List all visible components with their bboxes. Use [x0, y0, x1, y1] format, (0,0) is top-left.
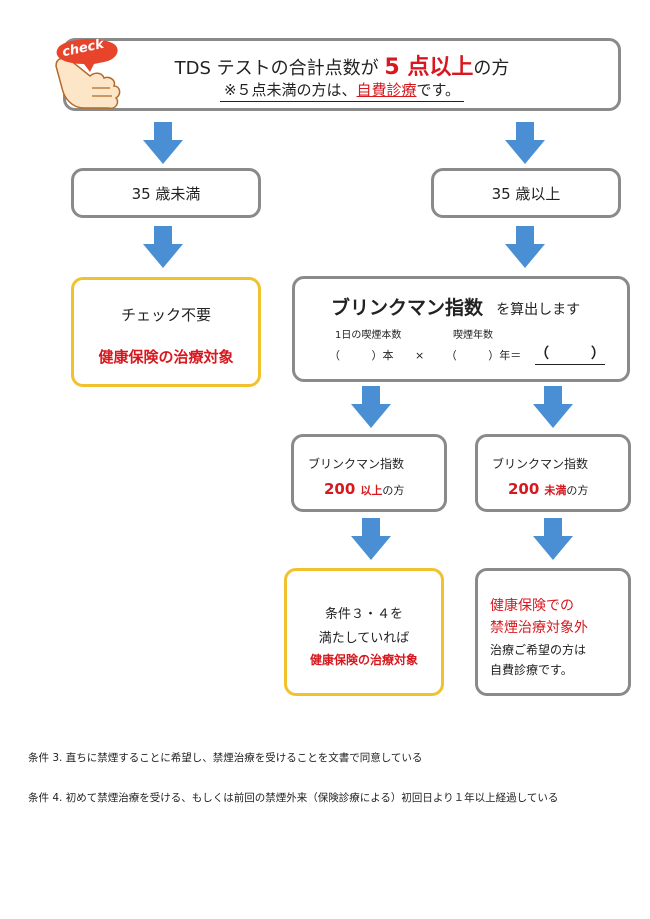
condition-3-note: 条件 3. 直ちに禁煙することに希望し、禁煙治療を受けることを文書で同意している	[28, 752, 423, 764]
no-check-label: チェック不要	[120, 306, 211, 324]
not-covered-line3: 治療ご希望の方は	[490, 643, 587, 657]
smoking-years-label: 喫煙年数	[453, 330, 493, 341]
arrow-down-icon	[505, 122, 545, 164]
under-35-label: 35 歳未満	[131, 184, 201, 203]
arrow-down-icon	[505, 226, 545, 268]
cond-ok-insurance-label: 健康保険の治療対象	[309, 653, 418, 667]
no-check-box: チェック不要 健康保険の治療対象	[71, 277, 261, 387]
cigarettes-per-day-label: 1日の喫煙本数	[335, 330, 402, 341]
bi-200-under-box: ブリンクマン指数 200 未満の方	[475, 434, 631, 512]
tds-line2: ※５点未満の方は、自費診療です。	[66, 79, 618, 102]
brinkman-result-field: （ ）	[535, 343, 605, 365]
bi-over-condition: 200 以上の方	[324, 480, 405, 498]
arrow-down-icon	[533, 518, 573, 560]
not-covered-line2: 禁煙治療対象外	[490, 620, 588, 636]
over-35-box: 35 歳以上	[431, 168, 621, 218]
brinkman-title: ブリンクマン指数 を算出します	[331, 297, 581, 319]
check-badge: check	[50, 36, 140, 116]
condition-4-note: 条件 4. 初めて禁煙治療を受ける、もしくは前回の禁煙外来（保険診療による）初回…	[28, 792, 559, 804]
not-covered-line4: 自費診療です。	[490, 663, 573, 677]
over-35-label: 35 歳以上	[491, 184, 561, 203]
bi-under-condition: 200 未満の方	[508, 480, 589, 498]
arrow-down-icon	[533, 386, 573, 428]
tds-line1: TDS テストの合計点数が 5 点以上の方	[174, 55, 510, 80]
tds-line2-underline: ※５点未満の方は、自費診療です。	[219, 81, 465, 102]
bi-200-over-box: ブリンクマン指数 200 以上の方	[291, 434, 447, 512]
arrow-down-icon	[351, 386, 391, 428]
cond-ok-line1: 条件３・４を	[324, 607, 403, 622]
score-threshold: 5 点以上	[384, 55, 474, 80]
arrow-down-icon	[143, 226, 183, 268]
arrow-down-icon	[143, 122, 183, 164]
not-covered-box: 健康保険での 禁煙治療対象外 治療ご希望の方は 自費診療です。	[475, 568, 631, 696]
brinkman-formula: （ ）本 × （ ）年＝	[329, 349, 522, 362]
pointing-hand-icon	[55, 39, 121, 110]
cond-ok-line2: 満たしていれば	[318, 631, 410, 646]
tds-score-box: TDS テストの合計点数が 5 点以上の方 ※５点未満の方は、自費診療です。	[63, 38, 621, 111]
conditions-met-box: 条件３・４を 満たしていれば 健康保険の治療対象	[284, 568, 444, 696]
insurance-eligible-label: 健康保険の治療対象	[98, 348, 234, 366]
bi-under-label: ブリンクマン指数	[492, 457, 589, 471]
arrow-down-icon	[351, 518, 391, 560]
not-covered-line1: 健康保険での	[490, 598, 574, 614]
bi-over-label: ブリンクマン指数	[308, 457, 405, 471]
under-35-box: 35 歳未満	[71, 168, 261, 218]
brinkman-index-box: ブリンクマン指数 を算出します 1日の喫煙本数 喫煙年数 （ ）本 × （ ）年…	[292, 276, 630, 382]
